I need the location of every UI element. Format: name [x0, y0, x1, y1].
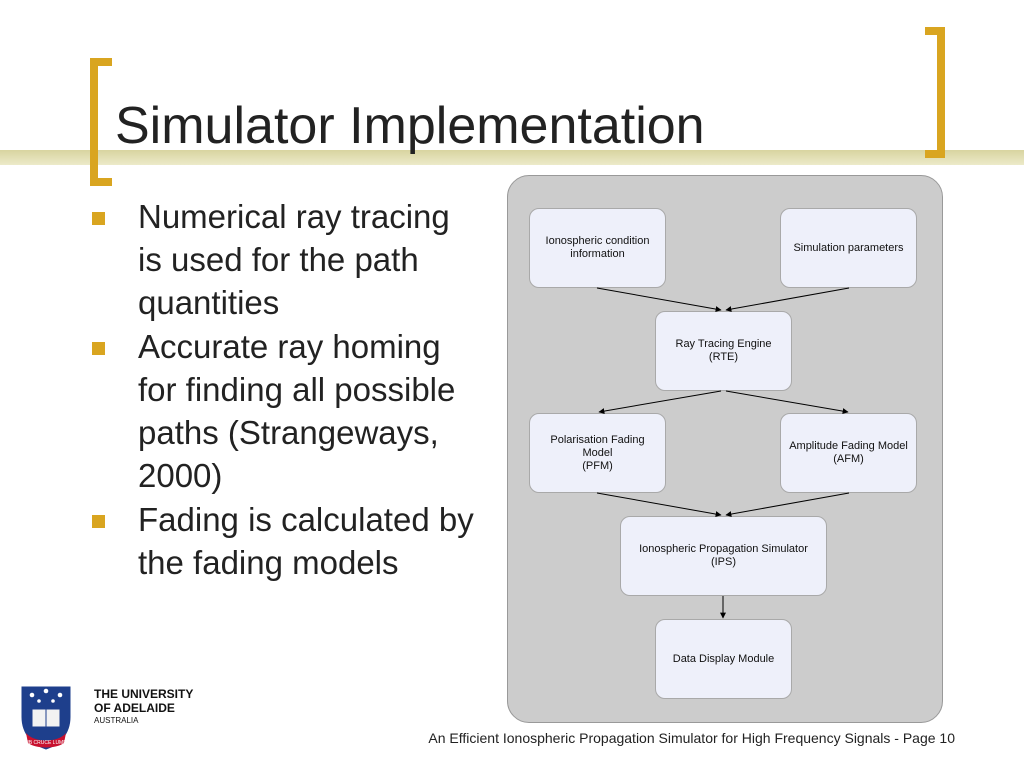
logo-text-line2: OF ADELAIDE [94, 701, 175, 715]
bullet-square-icon [92, 342, 105, 355]
bullet-text: Fading is calculated by the fading model… [138, 501, 474, 581]
right-bracket [925, 27, 945, 158]
logo-motto: SUB CRUCE LUMEN [22, 740, 71, 746]
left-bracket [90, 58, 112, 186]
slide-title: Simulator Implementation [115, 97, 705, 155]
node-polarisation-fading-model: Polarisation Fading Model (PFM) [529, 413, 666, 493]
node-ionospheric-condition: Ionospheric condition information [529, 208, 666, 288]
node-data-display-module: Data Display Module [655, 619, 792, 699]
bullet-list: Numerical ray tracing is used for the pa… [88, 195, 478, 585]
bullet-item: Accurate ray homing for finding all poss… [88, 325, 478, 497]
title-underline-bar [0, 150, 1024, 165]
node-amplitude-fading-model: Amplitude Fading Model (AFM) [780, 413, 917, 493]
bullet-item: Numerical ray tracing is used for the pa… [88, 195, 478, 324]
logo-text-line1: THE UNIVERSITY [94, 687, 194, 701]
bullet-square-icon [92, 212, 105, 225]
node-ionospheric-propagation-simulator: Ionospheric Propagation Simulator (IPS) [620, 516, 827, 596]
node-ray-tracing-engine: Ray Tracing Engine (RTE) [655, 311, 792, 391]
logo-text-line3: AUSTRALIA [94, 716, 139, 725]
slide-footer: An Efficient Ionospheric Propagation Sim… [428, 730, 955, 746]
bullet-item: Fading is calculated by the fading model… [88, 498, 478, 584]
node-simulation-parameters: Simulation parameters [780, 208, 917, 288]
bullet-text: Accurate ray homing for finding all poss… [138, 328, 456, 494]
university-crest-icon: SUB CRUCE LUMEN [21, 686, 71, 750]
bullet-square-icon [92, 515, 105, 528]
bullet-text: Numerical ray tracing is used for the pa… [138, 198, 450, 321]
university-logo: SUB CRUCE LUMEN THE UNIVERSITY OF ADELAI… [20, 685, 193, 750]
